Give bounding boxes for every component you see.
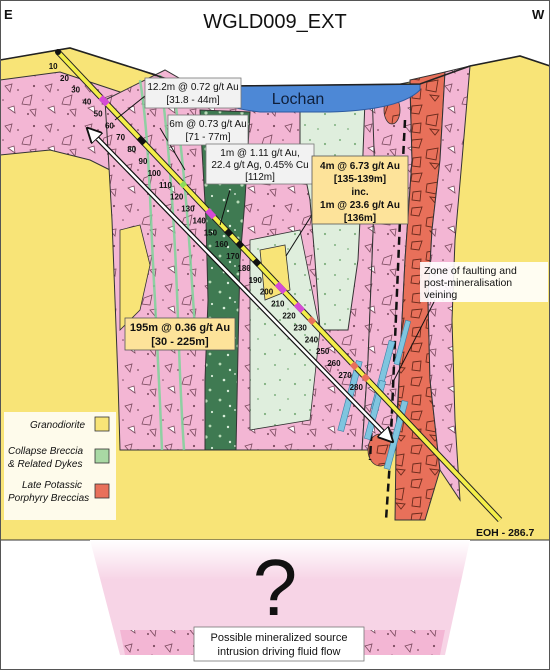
hole-interval-mark <box>224 228 234 238</box>
intercept-label-2: 6m @ 0.73 g/t Au [71 - 77m] <box>167 114 249 146</box>
intercept-line: [136m] <box>344 213 376 224</box>
corner-label-left: E <box>4 7 13 22</box>
fluid-flow-arrow-inner <box>92 133 388 437</box>
legend: Granodiorite Collapse Breccia & Related … <box>4 412 116 520</box>
depth-label: 170 <box>226 252 240 261</box>
hole-interval-mark <box>98 95 110 107</box>
depth-label: 240 <box>305 335 319 344</box>
intercept-line: [135-139m] <box>334 174 386 185</box>
depth-label: 160 <box>215 240 229 249</box>
zone-note-line: post-mineralisation <box>424 277 512 289</box>
intercept-line: [112m] <box>245 172 275 183</box>
intercept-label-4: 4m @ 6.73 g/t Au [135-139m] inc. 1m @ 23… <box>311 155 409 225</box>
intercept-line: 1m @ 23.6 g/t Au <box>320 200 400 211</box>
lochan-label: Lochan <box>272 91 325 108</box>
source-note-line: Possible mineralized source <box>211 632 348 644</box>
intercept-line: 1m @ 1.11 g/t Au, <box>220 148 299 159</box>
intercept-line: [71 - 77m] <box>185 132 230 143</box>
intercept-line: [31.8 - 44m] <box>166 95 220 106</box>
intercept-line: 195m @ 0.36 g/t Au <box>130 322 230 334</box>
depth-label: 40 <box>82 98 91 107</box>
intercept-line: 6m @ 0.73 g/t Au <box>169 119 246 130</box>
depth-label: 130 <box>181 205 195 214</box>
intercept-label-3: 1m @ 1.11 g/t Au, 22.4 g/t Ag, 0.45% Cu … <box>205 143 315 185</box>
depth-label: 120 <box>170 193 184 202</box>
legend-swatch-granodiorite <box>94 416 110 432</box>
legend-label-collapse-breccia: Collapse Breccia <box>8 446 83 457</box>
legend-swatch-potassic <box>94 483 110 499</box>
legend-swatch-collapse-breccia <box>94 448 110 464</box>
corner-label-right: W <box>532 7 545 22</box>
depth-label: 250 <box>316 347 330 356</box>
depth-label: 280 <box>350 383 364 392</box>
intercept-label-overall: 195m @ 0.36 g/t Au [30 - 225m] <box>124 317 236 351</box>
source-note-line: intrusion driving fluid flow <box>218 646 341 658</box>
hole-interval-mark <box>349 361 359 371</box>
source-note: Possible mineralized source intrusion dr… <box>193 626 365 662</box>
intercept-line: 4m @ 6.73 g/t Au <box>320 161 400 172</box>
depth-label: 200 <box>260 288 274 297</box>
depth-label: 140 <box>193 216 207 225</box>
intercept-line: 12.2m @ 0.72 g/t Au <box>147 82 238 93</box>
depth-label: 270 <box>338 371 352 380</box>
depth-label: 110 <box>159 181 172 190</box>
hole-interval-mark <box>179 180 188 189</box>
depth-label: 30 <box>71 86 80 95</box>
legend-label-potassic: Porphyry Breccias <box>8 493 89 504</box>
section-title: WGLD009_EXT <box>203 11 346 33</box>
intercept-line: 22.4 g/t Ag, 0.45% Cu <box>211 160 308 171</box>
depth-label: 20 <box>60 74 69 83</box>
depth-label: 150 <box>204 228 218 237</box>
depth-label: 260 <box>327 359 341 368</box>
depth-label: 50 <box>94 109 103 118</box>
depth-label: 90 <box>139 157 148 166</box>
depth-label: 80 <box>127 145 136 154</box>
zone-note-line: veining <box>424 289 457 301</box>
intercept-line: [30 - 225m] <box>151 336 209 348</box>
depth-label: 220 <box>282 312 296 321</box>
depth-label: 100 <box>148 169 162 178</box>
zone-note-line: Zone of faulting and <box>424 265 517 277</box>
intercept-label-1: 12.2m @ 0.72 g/t Au [31.8 - 44m] <box>144 77 242 109</box>
legend-label-granodiorite: Granodiorite <box>30 420 85 431</box>
hole-interval-mark <box>361 373 371 383</box>
legend-label-collapse-breccia: & Related Dykes <box>8 459 82 470</box>
question-mark: ? <box>253 543 298 632</box>
legend-label-potassic: Late Potassic <box>22 480 82 491</box>
depth-label: 60 <box>105 121 114 130</box>
depth-label: 190 <box>249 276 263 285</box>
depth-label: 210 <box>271 300 285 309</box>
depth-label: 10 <box>49 62 58 71</box>
end-of-hole-label: EOH - 286.7 <box>476 527 535 539</box>
depth-label: 70 <box>116 133 125 142</box>
hole-interval-mark <box>235 240 245 249</box>
hole-interval-mark <box>136 135 147 146</box>
depth-label: 230 <box>294 323 308 332</box>
hole-interval-mark <box>252 257 262 267</box>
depth-label: 180 <box>237 264 251 273</box>
intercept-line: inc. <box>351 187 368 198</box>
leader-lines <box>114 91 436 385</box>
hole-interval-mark <box>307 316 317 326</box>
fault-zone-note: Zone of faulting and post-mineralisation… <box>420 262 548 302</box>
